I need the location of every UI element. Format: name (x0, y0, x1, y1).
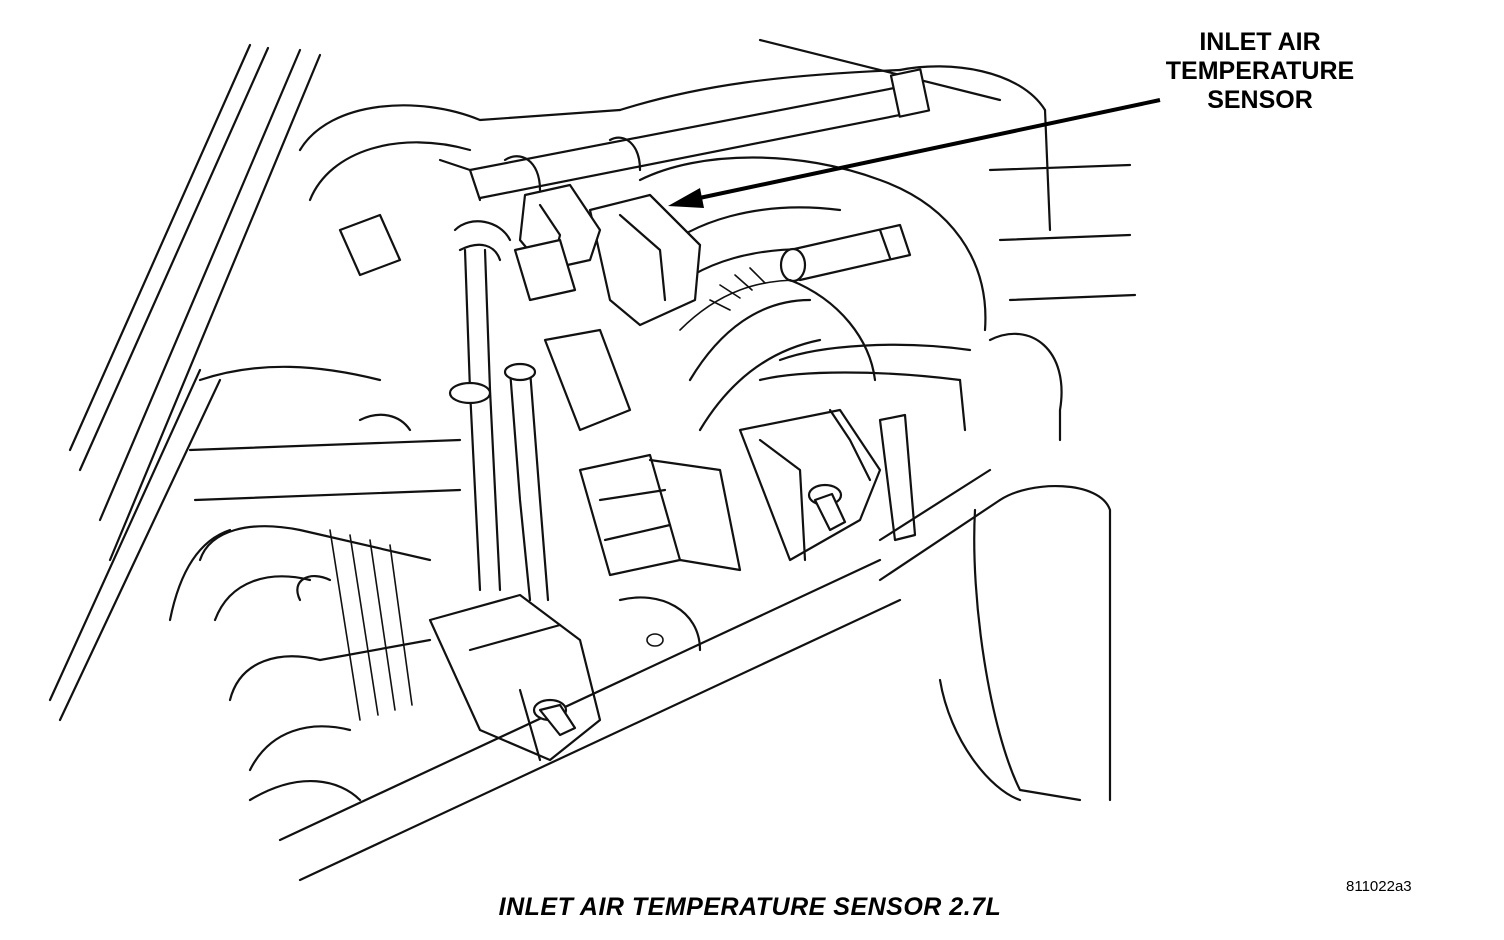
callout-line-3: SENSOR (1207, 86, 1313, 114)
iat-sensor-connector (453, 183, 702, 327)
air-duct-right (758, 278, 1112, 802)
callout-line-2: TEMPERATURE (1165, 57, 1355, 85)
figure-id: 811022a3 (1346, 878, 1412, 895)
lower-structure (188, 365, 462, 802)
small-cylinder (779, 223, 912, 283)
center-connector (543, 328, 742, 577)
injector-right (738, 408, 917, 562)
figure-caption: INLET AIR TEMPERATURE SENSOR 2.7L (498, 893, 1002, 921)
callout-label: INLET AIR TEMPERATURE SENSOR (1140, 28, 1380, 115)
vacuum-hoses (448, 248, 550, 602)
callout-line-1: INLET AIR (1199, 28, 1321, 56)
fuel-rail (278, 558, 902, 882)
fender-edge-lines (48, 43, 322, 722)
hose-clamp (338, 158, 482, 277)
ribbed-hose-left (168, 525, 432, 772)
crossover-tube (468, 68, 931, 200)
callout-arrow (668, 98, 1161, 208)
upper-hoses (298, 38, 1137, 302)
